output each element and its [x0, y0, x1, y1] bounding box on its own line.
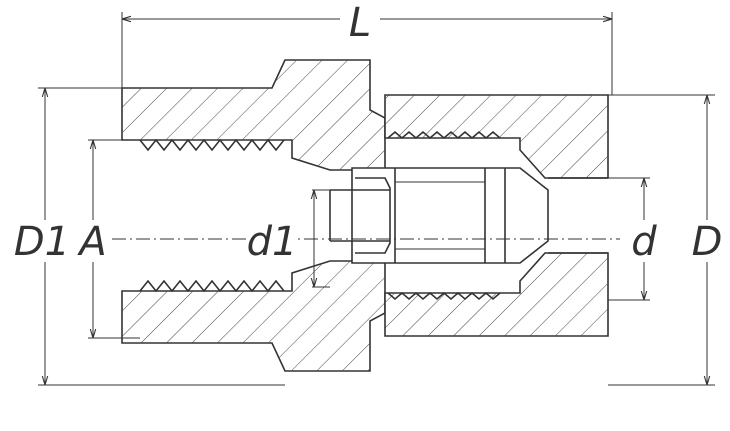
ferrule-insert — [329, 167, 549, 264]
dimension-label-d1-inner: d1 — [247, 219, 298, 265]
dimension-d-outer: D — [608, 94, 726, 386]
dimension-d1: D1 — [14, 87, 285, 386]
coupling-nut — [384, 94, 609, 337]
dimension-label-d-outer: D — [692, 219, 723, 265]
tube — [548, 177, 608, 254]
dimension-label-a: A — [76, 219, 106, 265]
fitting-body — [121, 59, 386, 372]
dimension-a: A — [76, 139, 140, 339]
dimension-d-tube: d — [608, 177, 660, 301]
dimension-l: L — [121, 0, 613, 95]
dimension-label-d1: D1 — [14, 219, 70, 265]
dimension-d1-inner: d1 — [247, 189, 330, 288]
dimension-label-d: d — [631, 219, 657, 265]
dimension-label-l: L — [349, 0, 371, 46]
